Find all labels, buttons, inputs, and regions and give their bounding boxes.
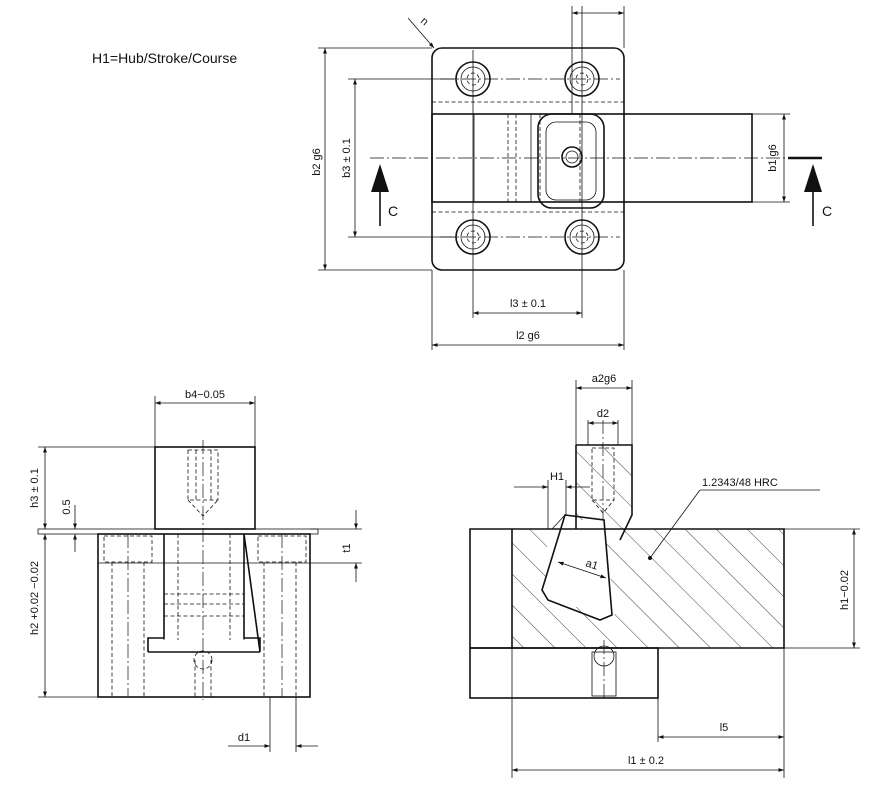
dim-l3: l3 ± 0.1 xyxy=(510,298,546,310)
dim-h3: h3 ± 0.1 xyxy=(29,468,41,508)
head-block xyxy=(154,446,256,530)
section-view: a2g6 d2 H1 1.2343/48 HRC a1 h1−0.02 l5 l… xyxy=(469,373,860,778)
dim-t1: t1 xyxy=(341,543,353,552)
dim-l1: l1 ± 0.2 xyxy=(628,755,664,767)
dim-b1: b1 g6 xyxy=(767,144,779,172)
dim-b4: b4−0.05 xyxy=(185,389,225,401)
dim-a2: a2g6 xyxy=(592,373,616,385)
top-view: b2 g6 b3 ± 0.1 b1 g6 l3 ± 0.1 l2 g6 n C … xyxy=(311,6,832,350)
dim-b3: b3 ± 0.1 xyxy=(341,138,353,178)
section-label-left: C xyxy=(388,203,398,219)
dim-b2: b2 g6 xyxy=(311,148,323,176)
dim-d1: d1 xyxy=(238,732,250,744)
inclined-slider xyxy=(541,514,613,621)
dim-H1: H1 xyxy=(550,471,564,483)
dim-gap: 0.5 xyxy=(61,499,73,514)
material-label: 1.2343/48 HRC xyxy=(702,477,778,489)
dim-d2: d2 xyxy=(597,408,609,420)
dim-l2: l2 g6 xyxy=(516,330,540,342)
dim-l5: l5 xyxy=(720,722,729,734)
base-plate xyxy=(469,647,659,699)
section-arrow-left xyxy=(371,164,389,192)
slider-window xyxy=(537,113,605,209)
side-view: b4−0.05 h3 ± 0.1 0.5 h2 +0.02 −0.02 t1 d… xyxy=(29,389,362,752)
radius-n: n xyxy=(418,15,430,28)
main-body xyxy=(97,533,311,698)
section-arrow-right xyxy=(804,164,822,192)
dim-h2: h2 +0.02 −0.02 xyxy=(29,561,41,635)
stroke-note: H1=Hub/Stroke/Course xyxy=(92,50,237,66)
dim-h1: h1−0.02 xyxy=(839,570,851,610)
dim-a1: a1 xyxy=(584,557,599,572)
section-label-right: C xyxy=(822,203,832,219)
